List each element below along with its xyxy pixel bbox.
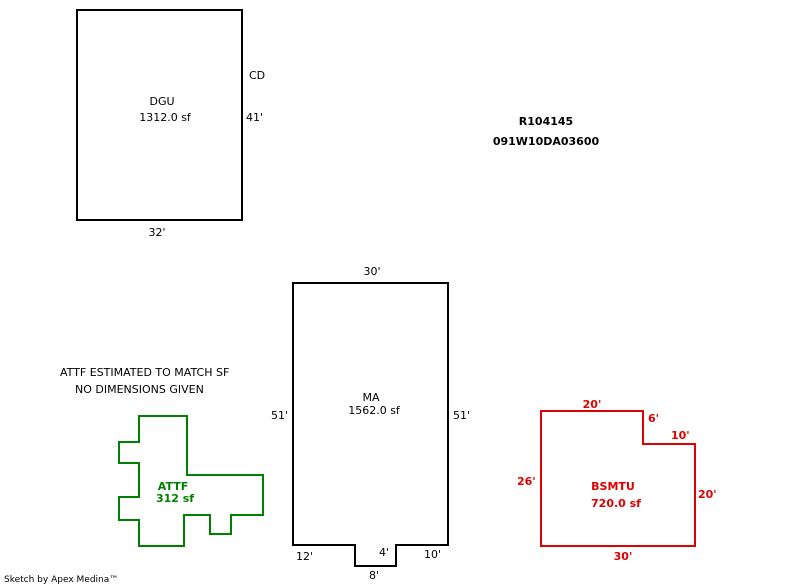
ma-outline bbox=[292, 282, 449, 567]
bsmtu-dim-bottom: 30' bbox=[614, 550, 633, 563]
bsmtu-dim-step-right: 10' bbox=[671, 429, 690, 442]
note-line-1: ATTF ESTIMATED TO MATCH SF bbox=[60, 366, 229, 379]
ma-area: 30' MA 1562.0 sf 51' 51' 12' 4' 10' 8' bbox=[271, 265, 470, 582]
account-number: R104145 bbox=[519, 115, 573, 128]
ma-dim-right: 51' bbox=[453, 409, 470, 422]
bsmtu-dim-step-down: 6' bbox=[648, 412, 659, 425]
dgu-area-label: 1312.0 sf bbox=[139, 111, 192, 124]
note-line-2: NO DIMENSIONS GIVEN bbox=[75, 383, 204, 396]
parcel-identifiers: R104145 091W10DA03600 bbox=[493, 115, 600, 148]
ma-dim-bottom-left: 12' bbox=[296, 550, 313, 563]
attf-code-label: ATTF bbox=[158, 480, 188, 493]
ma-dim-bottom-right: 10' bbox=[424, 548, 441, 561]
attf-area: ATTF 312 sf bbox=[118, 415, 264, 547]
ma-dim-left: 51' bbox=[271, 409, 288, 422]
bsmtu-area-label: 720.0 sf bbox=[591, 497, 641, 510]
sketch-notes: ATTF ESTIMATED TO MATCH SF NO DIMENSIONS… bbox=[60, 366, 229, 396]
dgu-code-label: DGU bbox=[149, 95, 174, 108]
bsmtu-code-label: BSMTU bbox=[591, 480, 635, 493]
bsmtu-dim-right: 20' bbox=[698, 488, 717, 501]
ma-code-label: MA bbox=[362, 391, 379, 404]
attf-area-label: 312 sf bbox=[156, 492, 194, 505]
dgu-area: DGU 1312.0 sf 41' 32' CD bbox=[76, 9, 265, 239]
dgu-outline bbox=[76, 9, 243, 221]
map-tax-lot-number: 091W10DA03600 bbox=[493, 135, 600, 148]
ma-dim-notch-depth: 4' bbox=[379, 546, 389, 559]
dgu-dim-bottom: 32' bbox=[148, 226, 165, 239]
cd-label: CD bbox=[249, 69, 265, 82]
bsmtu-dim-top: 20' bbox=[583, 398, 602, 411]
bsmtu-dim-left: 26' bbox=[517, 475, 536, 488]
bsmtu-area: 20' 6' 10' 26' BSMTU 720.0 sf 20' 30' bbox=[517, 398, 717, 563]
ma-dim-notch-width: 8' bbox=[369, 569, 379, 582]
ma-area-label: 1562.0 sf bbox=[348, 404, 401, 417]
sketch-credit: Sketch by Apex Medina™ bbox=[4, 575, 118, 585]
attf-outline bbox=[118, 415, 264, 547]
ma-dim-top: 30' bbox=[363, 265, 380, 278]
bsmtu-outline bbox=[540, 410, 696, 547]
dgu-dim-right: 41' bbox=[246, 111, 263, 124]
